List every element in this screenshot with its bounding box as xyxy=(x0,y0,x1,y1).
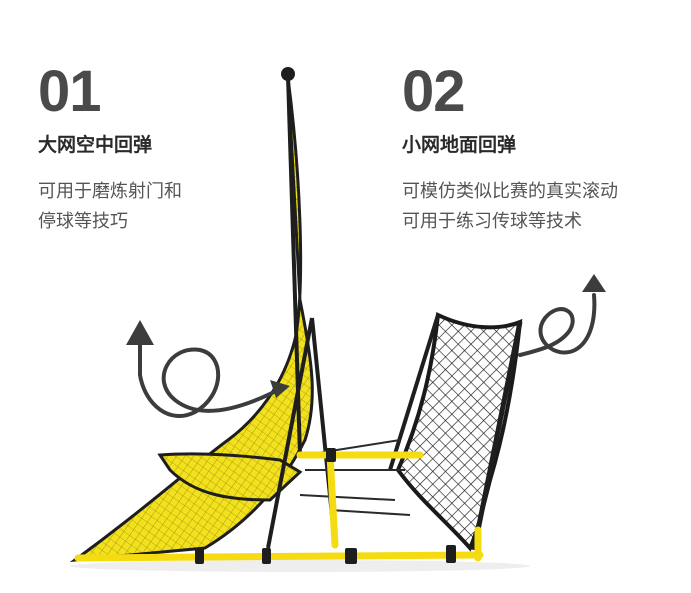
feature-2-description: 可模仿类似比赛的真实滚动 可用于练习传球等技术 xyxy=(402,177,618,237)
feature-2-title: 小网地面回弹 xyxy=(402,134,517,156)
feature-2-number: 02 xyxy=(402,59,466,124)
feature-1-number: 01 xyxy=(38,59,102,124)
feature-1-desc-line: 可用于磨炼射门和 xyxy=(38,181,182,202)
floor-shadow xyxy=(70,560,530,572)
big-net-strut xyxy=(266,317,314,549)
feature-1-description: 可用于磨炼射门和 停球等技巧 xyxy=(38,177,182,237)
feature-1-title: 大网空中回弹 xyxy=(38,134,153,156)
rebound-arrow-right xyxy=(518,293,597,357)
small-net-strut xyxy=(388,314,440,471)
frame-joints xyxy=(195,448,456,564)
arrow-head-icon xyxy=(270,380,290,398)
big-yellow-net xyxy=(69,77,314,562)
pole-top-cap xyxy=(281,67,295,81)
feature-2: 02 小网地面回弹 可模仿类似比赛的真实滚动 可用于练习传球等技术 xyxy=(402,62,618,237)
big-net-side-wing xyxy=(157,452,303,502)
feature-1-desc-line: 停球等技巧 xyxy=(38,211,128,232)
feature-1: 01 大网空中回弹 可用于磨炼射门和 停球等技巧 xyxy=(38,62,182,237)
arrow-head-icon xyxy=(126,320,154,345)
arrow-head-icon xyxy=(582,274,606,292)
small-black-net xyxy=(395,312,523,552)
small-net-pole xyxy=(471,321,523,551)
rebound-arrow-left xyxy=(138,338,284,419)
bungee-cords xyxy=(299,439,411,516)
feature-2-desc-line: 可模仿类似比赛的真实滚动 xyxy=(402,181,618,202)
yellow-base-frame xyxy=(74,451,484,562)
feature-2-desc-line: 可用于练习传球等技术 xyxy=(402,211,582,232)
